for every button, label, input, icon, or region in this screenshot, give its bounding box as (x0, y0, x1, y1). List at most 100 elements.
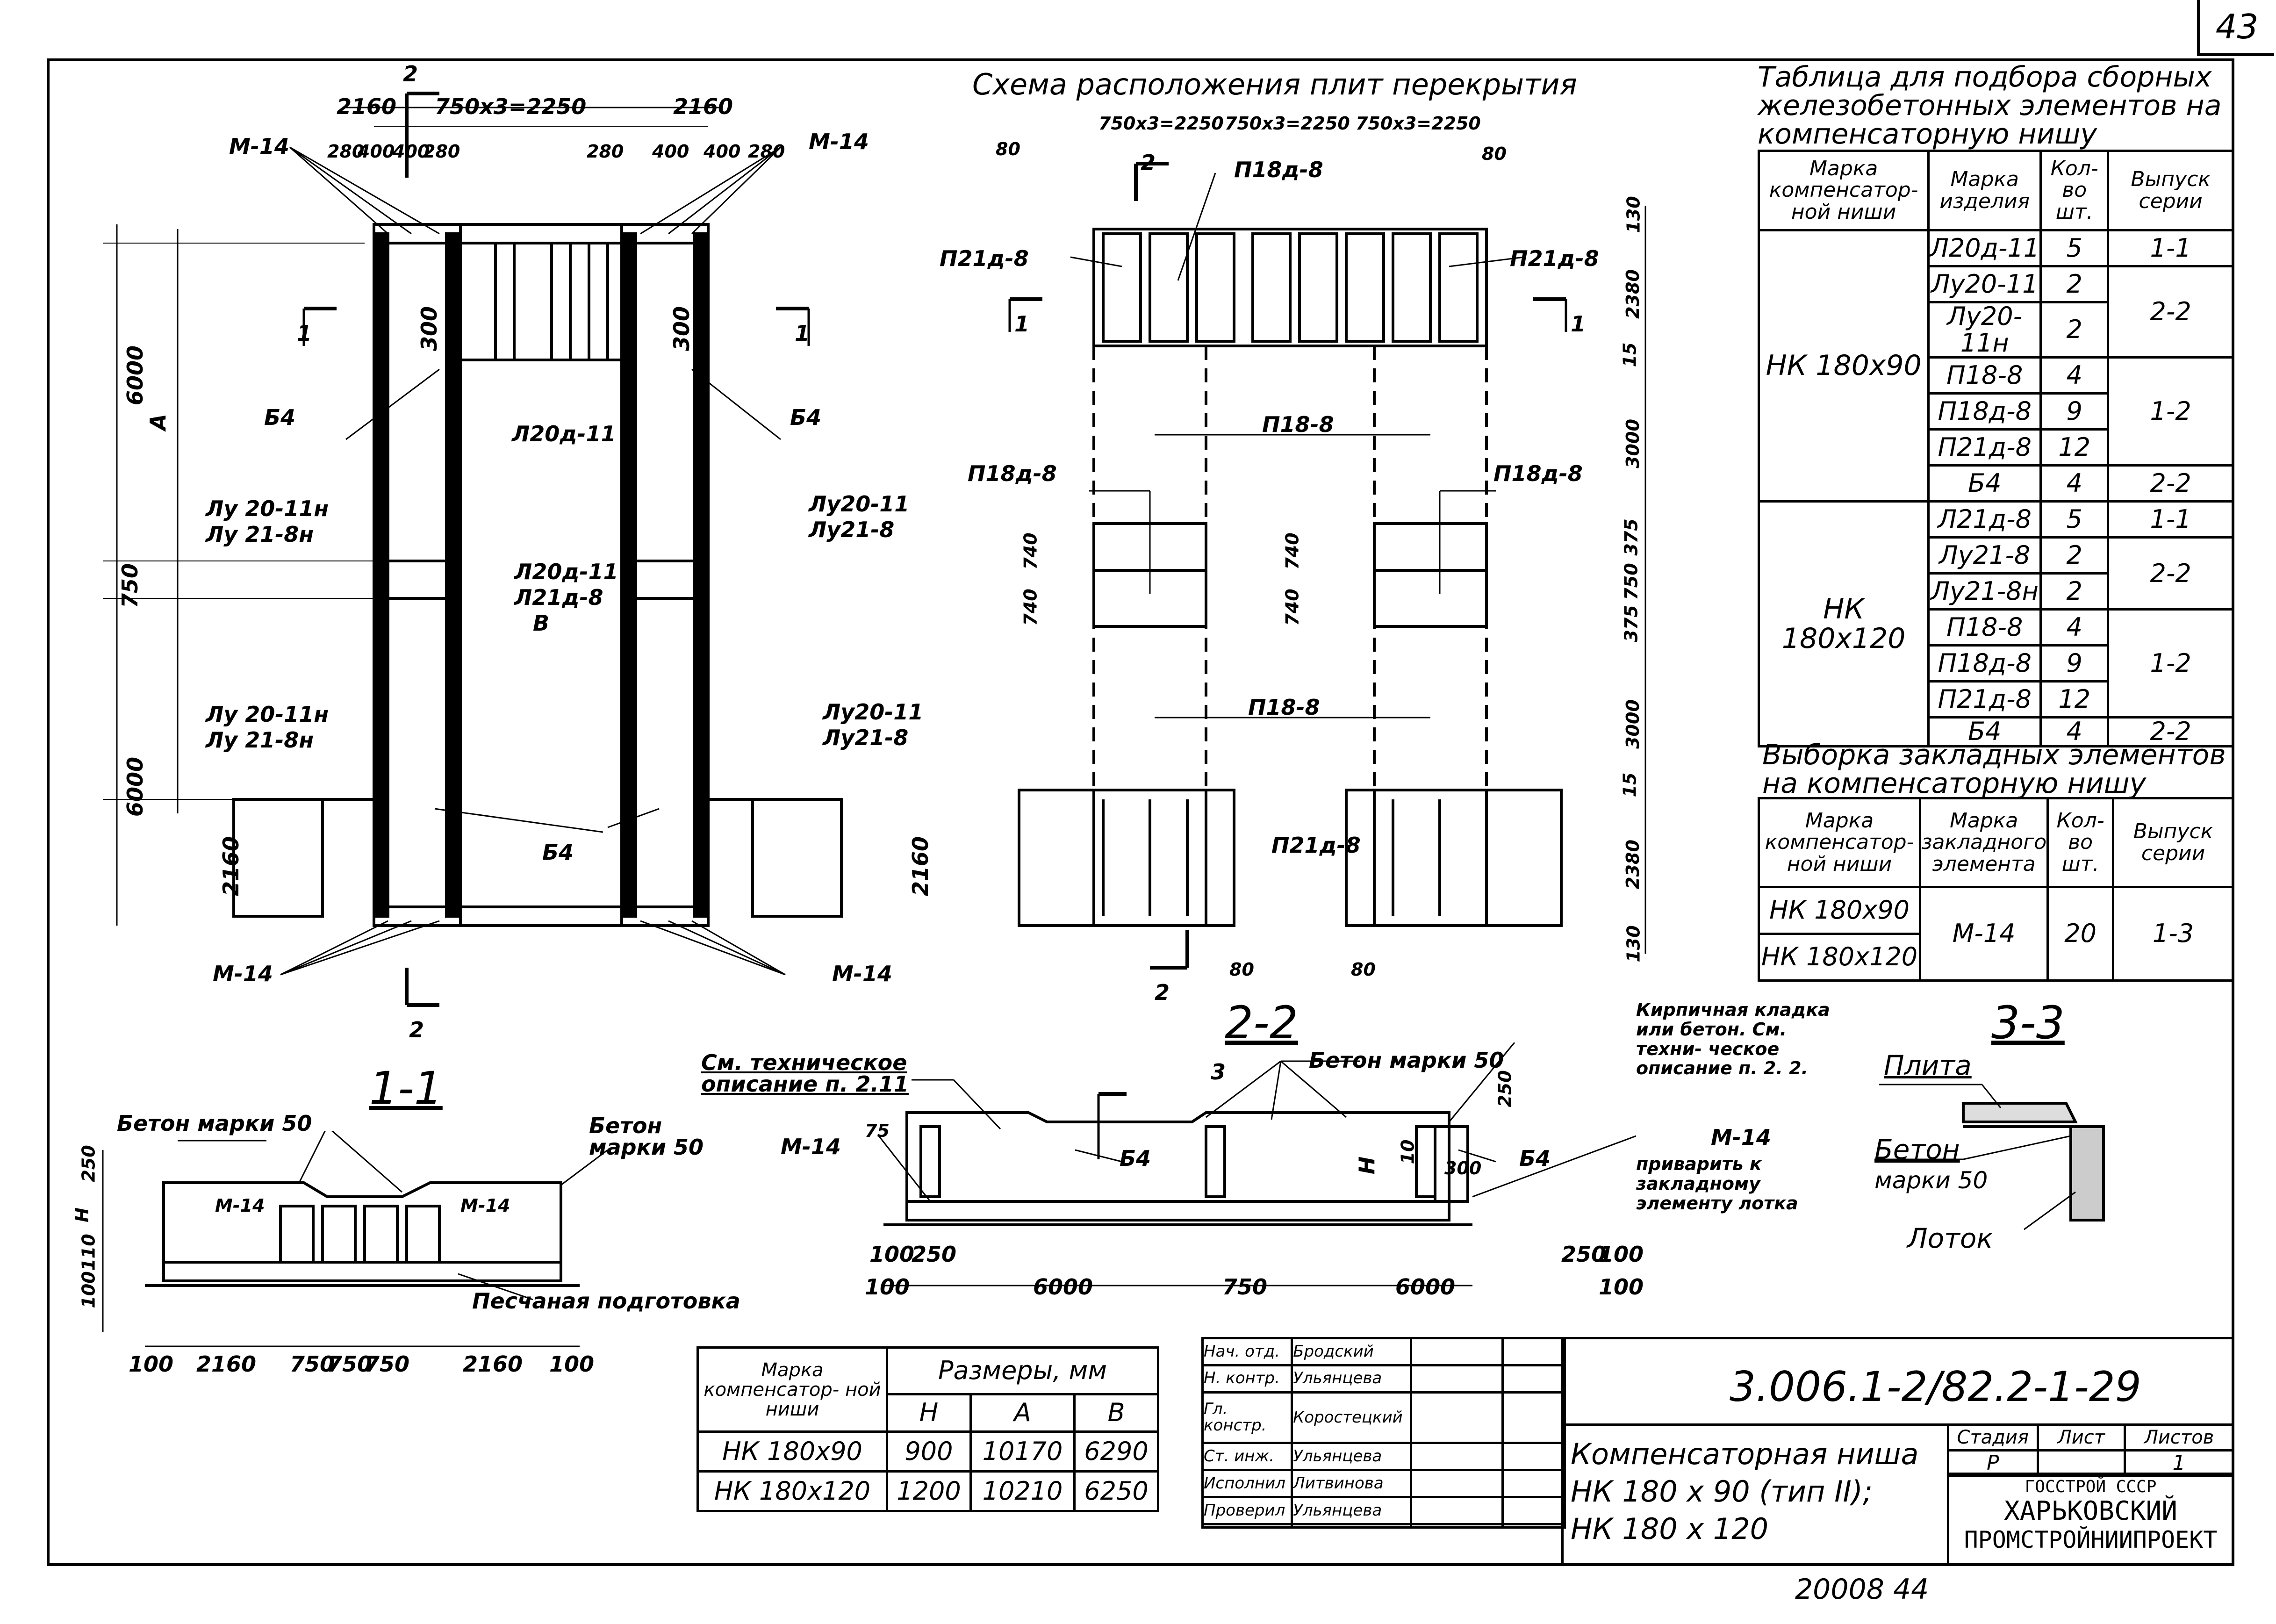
sel-qty: 2 (2039, 536, 2110, 575)
section-1-1-sand: Песчаная подготовка (472, 1288, 740, 1314)
section-1-1-left-dim: Н (72, 1207, 93, 1222)
plan-cut-left: 1 (297, 321, 312, 346)
scheme-right-dim: 130 (1623, 925, 1644, 963)
scheme-right-dim: 750 (1621, 563, 1642, 600)
plan-sub-dim: 280 (748, 141, 785, 162)
dims-sub-header: А (969, 1393, 1076, 1433)
sel-qty: 9 (2039, 392, 2110, 431)
sel-qty: 4 (2039, 356, 2110, 395)
plan-dim-2160-left: 2160 (218, 836, 244, 897)
plan-m14-top-left: М-14 (229, 134, 289, 159)
emb-niche: НК 180х90 (1757, 886, 1922, 935)
scheme-right-dim: 3000 (1622, 699, 1643, 749)
sel-series: 2-2 (2107, 536, 2234, 611)
sel-table-header: Кол-во шт. (2039, 150, 2110, 231)
footer-number: 20008 44 (1795, 1573, 1929, 1606)
drawing-name-line-2: НК 180 х 90 (тип II); (1571, 1474, 1873, 1509)
sel-table-header: Марка компенсатор- ной ниши (1757, 150, 1930, 231)
plan-l20d11-mid: Л20д-11 (514, 559, 618, 584)
emb-qty: 20 (2046, 886, 2115, 982)
sheet-label: Лист (2036, 1423, 2126, 1452)
section-2-2-tech-desc: См. техническое описание п. 2.11 (701, 1050, 909, 1097)
role: Н. контр. (1201, 1364, 1293, 1394)
plan-b4-center: Б4 (542, 840, 574, 865)
emb-table-header: Выпуск серии (2112, 797, 2234, 888)
sel-series: 1-1 (2107, 229, 2234, 267)
sel-series: 1-2 (2107, 356, 2234, 467)
sel-qty: 2 (2039, 572, 2110, 611)
drawing-name-line-1: Компенсаторная ниша (1571, 1437, 1919, 1471)
scheme-cut-left: 1 (1014, 311, 1030, 337)
sel-qty: 5 (2039, 500, 2110, 539)
section-2-2-bottom-dim: 6000 (1395, 1274, 1456, 1300)
dims-h: 900 (886, 1430, 972, 1473)
sel-series: 2-2 (2107, 265, 2234, 359)
scheme-p18-8-a: П18-8 (1262, 412, 1334, 437)
section-2-2-bottom-dim: 250 (912, 1242, 957, 1267)
section-2-2-bottom-dim: 6000 (1033, 1274, 1093, 1300)
page-number: 43 (2197, 0, 2274, 56)
dims-sub-header: Н (886, 1393, 972, 1433)
sel-item: Б4 (1927, 716, 2042, 748)
title-block-roles: Нач. отд.Бродский Н. контр.Ульянцева Гл.… (1201, 1337, 1566, 1529)
scheme-right-dim: 375 (1621, 605, 1642, 642)
plan-b4-right: Б4 (790, 405, 822, 430)
emb-table-title: Выборка закладных элементов на компенсат… (1762, 739, 2226, 800)
dims-sub-header: В (1073, 1393, 1159, 1433)
dims-h: 1200 (886, 1470, 972, 1512)
sel-item: Лу20-11н (1927, 301, 2042, 359)
section-1-1-m14-a: М-14 (215, 1195, 265, 1216)
scheme-p18-8-b: П18-8 (1248, 695, 1320, 720)
sel-table-header: Марка изделия (1927, 150, 2042, 231)
dims-a: 10210 (969, 1470, 1076, 1512)
plan-dim-300: 300 (669, 306, 695, 352)
plan-section-mark-bottom: 2 (409, 1017, 424, 1042)
plan-drawing (103, 92, 843, 1007)
scheme-p18d8-left: П18д-8 (968, 461, 1057, 486)
plan-b4-left: Б4 (264, 405, 296, 430)
emb-niche: НК 180х120 (1757, 933, 1922, 982)
section-2-2-m14-left: М-14 (781, 1134, 841, 1159)
sel-item: П18д-8 (1927, 644, 2042, 683)
dims-niche: НК 180х90 (696, 1430, 888, 1473)
role-name: Ульянцева (1291, 1442, 1412, 1472)
drawing-code: 3.006.1-2/82.2-1-29 (1730, 1363, 2141, 1411)
scheme-side-dim: 740 (1282, 589, 1303, 626)
plan-dim-left: 6000 (122, 345, 148, 406)
scheme-side-dim: 740 (1020, 589, 1041, 626)
sel-item: Б4 (1927, 464, 2042, 503)
scheme-right-dim: 375 (1621, 518, 1642, 556)
scheme-top-dim: 750х3=2250 (1225, 113, 1350, 134)
plan-sub-dim: 280 (423, 141, 460, 162)
scheme-p21d8-right: П21д-8 (1510, 246, 1599, 271)
section-1-1-drawing (102, 1131, 608, 1347)
role: Исполнил (1201, 1469, 1293, 1498)
plan-cut-right: 1 (795, 321, 810, 346)
section-1-1-bottom-dim: 2160 (463, 1351, 523, 1377)
section-2-2-bottom-dim: 100 (865, 1274, 910, 1300)
section-2-2-title: 2-2 (1225, 997, 1298, 1049)
sel-qty: 9 (2039, 644, 2110, 683)
scheme-p18d8-top: П18д-8 (1234, 157, 1323, 182)
sel-item: Лу20-11 (1927, 265, 2042, 303)
section-2-2-m14-note-title: М-14 (1711, 1125, 1771, 1150)
sel-niche-2: НК 180х120 (1757, 500, 1930, 748)
plan-dim-300: 300 (416, 306, 442, 352)
dims-a: 10170 (969, 1430, 1076, 1473)
scheme-p18d8-right: П18д-8 (1493, 461, 1583, 486)
sel-item: П21д-8 (1927, 428, 2042, 467)
role: Ст. инж. (1201, 1442, 1293, 1472)
section-2-2-brick-note: Кирпичная кладка или бетон. См. техни- ч… (1636, 999, 1830, 1079)
plan-l20d11: Л20д-11 (512, 421, 616, 446)
section-2-2-b4-left: Б4 (1120, 1146, 1151, 1171)
section-2-2-bottom-dim: 100 (869, 1242, 915, 1267)
sel-item: Лу21-8н (1927, 572, 2042, 611)
scheme-title: Схема расположения плит перекрытия (972, 67, 1577, 101)
sel-table: Марка компенсатор- ной ниши Марка издели… (1757, 150, 2234, 748)
scheme-edge-dim: 80 (1229, 959, 1254, 980)
section-2-2-m14-note: приварить к закладному элементу лотка (1636, 1154, 1798, 1214)
plan-dim-top-mid: 750х3=2250 (435, 94, 587, 119)
section-1-1-left-dim: 110 (78, 1234, 99, 1271)
emb-element: М-14 (1919, 886, 2049, 982)
sel-qty: 4 (2039, 608, 2110, 647)
